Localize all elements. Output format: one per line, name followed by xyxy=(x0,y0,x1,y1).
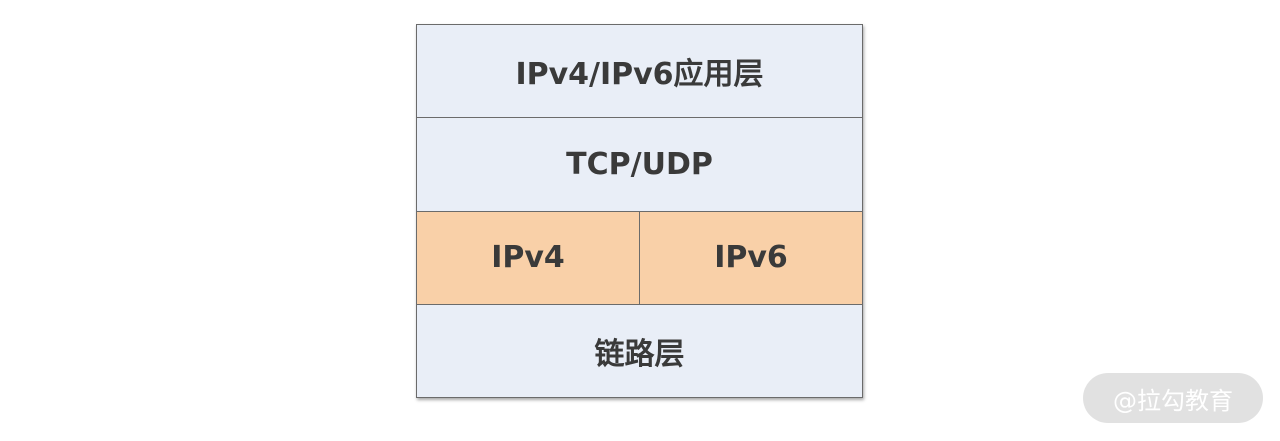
watermark-logo: @拉勾教育 xyxy=(1083,373,1263,423)
network-ipv6-cell: IPv6 xyxy=(639,211,862,304)
protocol-stack-diagram: IPv4/IPv6应用层 TCP/UDP IPv4 IPv6 链路层 xyxy=(416,24,863,398)
link-layer: 链路层 xyxy=(417,304,862,397)
application-layer: IPv4/IPv6应用层 xyxy=(417,25,862,119)
network-ipv4-cell: IPv4 xyxy=(417,211,639,304)
transport-layer: TCP/UDP xyxy=(417,118,862,212)
network-layer: IPv4 IPv6 xyxy=(417,211,862,305)
